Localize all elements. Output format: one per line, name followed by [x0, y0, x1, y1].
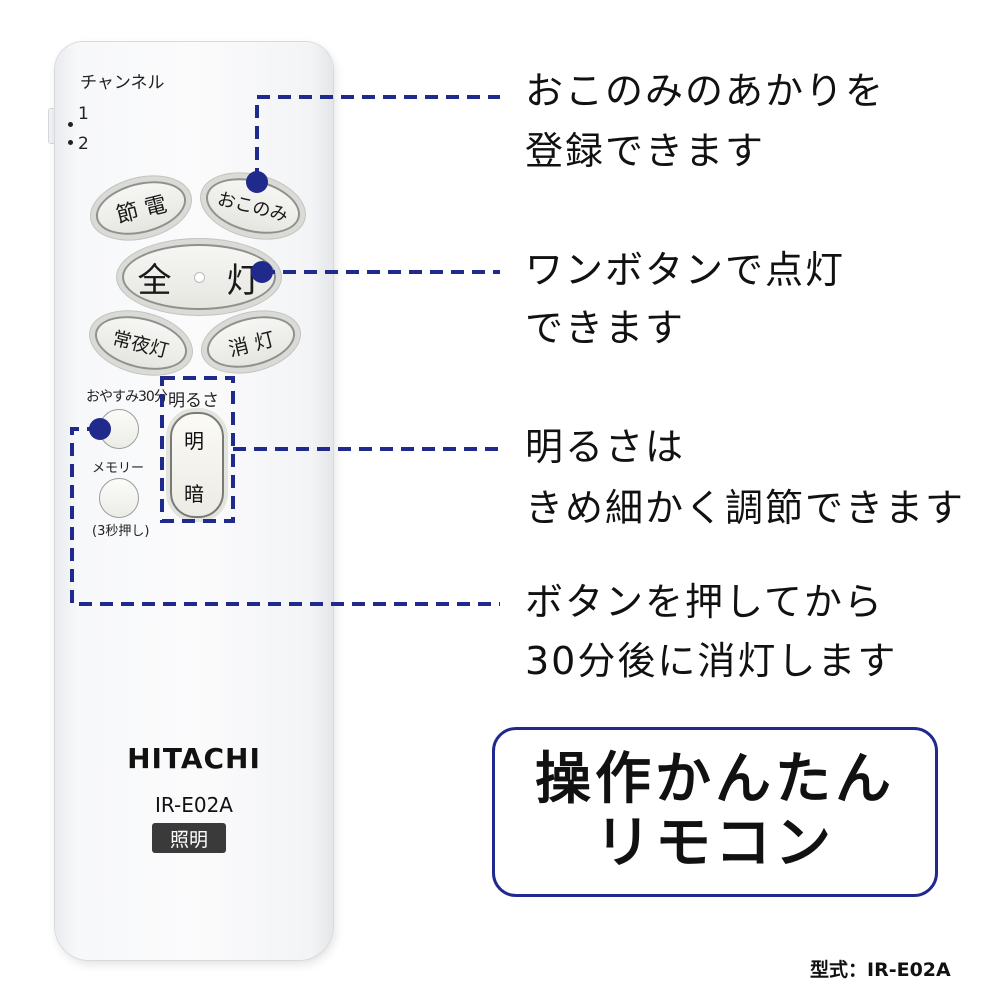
feature-line-1: 操作かんたん	[535, 746, 895, 812]
feature-box: 操作かんたん リモコン	[492, 727, 938, 897]
memory-button[interactable]	[99, 478, 139, 518]
memory-label: メモリー	[92, 461, 145, 476]
remote-model-code: IR-E02A	[155, 793, 233, 817]
callout-3-line-1: 明るさは	[525, 425, 686, 469]
category-badge: 照明	[152, 823, 226, 853]
brightness-down-button[interactable]: 暗	[184, 482, 204, 506]
brand-logo: HITACHI	[127, 742, 261, 775]
zento-button[interactable]: 全 灯	[122, 244, 276, 310]
marker-dot-okonomi	[246, 171, 268, 193]
leader-line-okonomi	[255, 95, 500, 181]
channel-2-label: 2	[78, 134, 89, 154]
callout-1-line-1: おこのみのあかりを	[525, 69, 886, 113]
memory-note: (3秒押し)	[92, 524, 150, 539]
brightness-up-button[interactable]: 明	[184, 429, 204, 453]
marker-dot-oyasumi	[89, 418, 111, 440]
leader-line-oyasumi	[70, 427, 500, 606]
brightness-highlight-box	[160, 376, 235, 523]
channel-label: チャンネル	[80, 73, 165, 93]
oyasumi-label: おやすみ30分	[86, 389, 168, 405]
brightness-rocker	[170, 412, 224, 518]
callout-4-line-1: ボタンを押してから	[525, 580, 884, 624]
channel-1-label: 1	[78, 104, 89, 124]
callout-2-line-1: ワンボタンで点灯	[525, 248, 846, 292]
brightness-label: 明るさ	[168, 391, 219, 411]
callout-4-line-2: 30分後に消灯します	[525, 639, 898, 683]
zento-center-dot	[193, 271, 205, 283]
channel-1-dot	[68, 122, 73, 127]
marker-dot-zento	[251, 261, 273, 283]
model-number: 型式：IR-E02A	[810, 959, 951, 981]
callout-2-line-2: できます	[525, 306, 686, 350]
channel-2-dot	[68, 140, 73, 145]
callout-1-line-2: 登録できます	[525, 129, 766, 173]
zento-left-label: 全	[137, 260, 172, 301]
feature-line-2: リモコン	[595, 811, 835, 876]
callout-3-line-2: きめ細かく調節できます	[525, 486, 966, 530]
